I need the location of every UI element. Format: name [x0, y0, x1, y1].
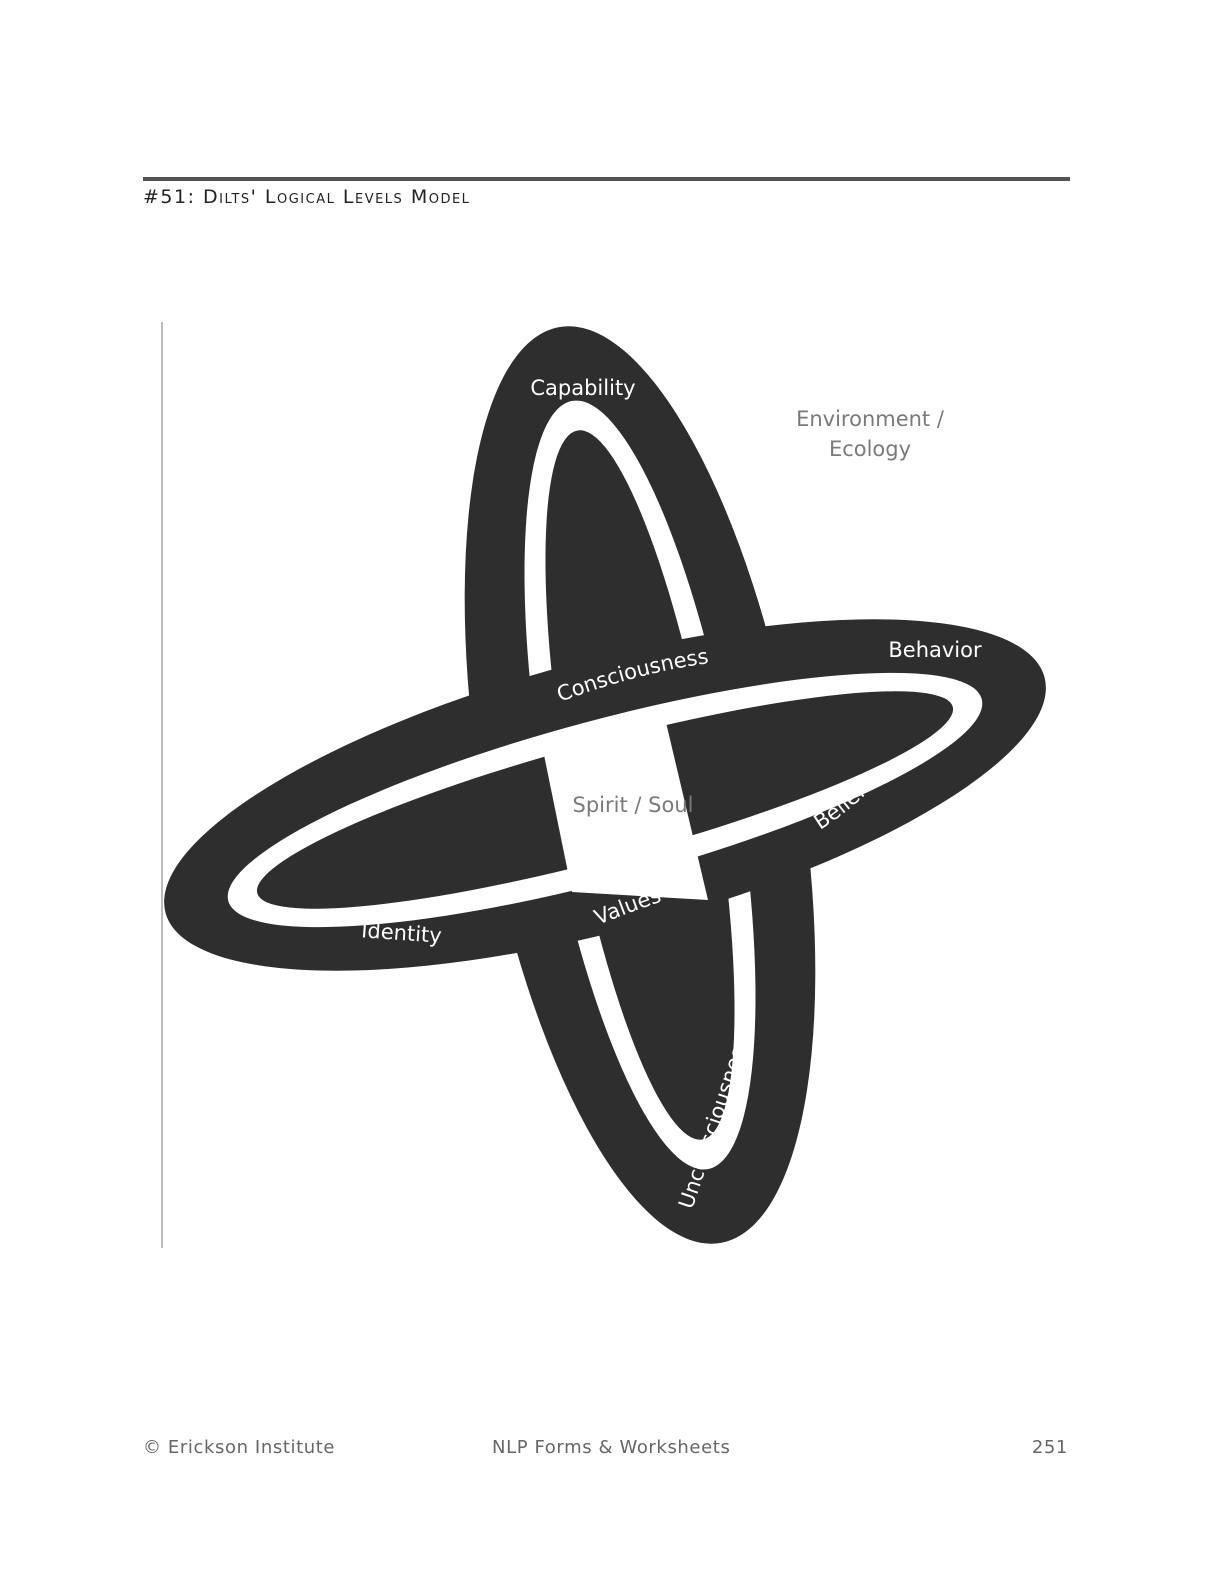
environment-label-line2: Ecology	[829, 437, 911, 461]
identity-label: Identity	[361, 918, 443, 948]
footer-book-title: NLP Forms & Worksheets	[492, 1437, 731, 1458]
header-rule	[143, 177, 1070, 181]
footer-page-number: 251	[1031, 1437, 1068, 1458]
behavior-label: Behavior	[888, 638, 982, 662]
footer-copyright: © Erickson Institute	[143, 1437, 336, 1458]
spirit-soul-label: Spirit / Soul	[573, 793, 694, 817]
capability-label: Capability	[530, 376, 635, 400]
page-title: #51: Dilts' Logical Levels Model	[143, 186, 471, 208]
center-area	[543, 714, 708, 900]
environment-label-line1: Environment /	[796, 407, 945, 431]
